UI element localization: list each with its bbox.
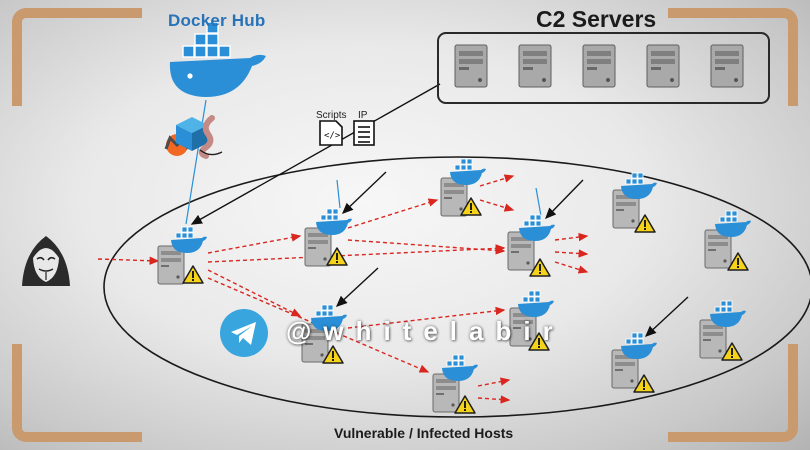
host-11	[432, 354, 479, 414]
c2-servers-box	[437, 32, 770, 104]
docker-whale-icon	[169, 21, 266, 97]
ip-label: IP	[358, 110, 368, 121]
watermark-handle: @whitelabir	[286, 316, 565, 346]
host-9	[611, 332, 658, 393]
host-3	[440, 158, 487, 217]
worm-icon	[198, 115, 223, 159]
host-6	[704, 210, 752, 271]
docker-hub-label: Docker Hub	[168, 11, 266, 30]
frame-corner-bottom-right	[668, 344, 798, 442]
container-cube-icon	[176, 117, 208, 151]
scripts-label: Scripts	[316, 110, 347, 121]
propagation-arrows	[97, 174, 589, 404]
host-2	[304, 208, 353, 267]
hosts-caption: Vulnerable / Infected Hosts	[334, 425, 514, 441]
c2-servers-label: C2 Servers	[536, 6, 657, 32]
host-4	[507, 214, 556, 277]
frame-corner-top-left	[12, 8, 142, 106]
ip-list-icon	[353, 120, 375, 146]
host-5	[612, 172, 658, 233]
hacker-mask-icon	[22, 236, 70, 286]
host-10	[699, 300, 747, 361]
host-primary	[157, 226, 208, 285]
frame-corner-top-right	[668, 8, 798, 106]
frame-corner-bottom-left	[12, 344, 142, 442]
c2-command-arrows	[190, 83, 689, 337]
image-pull-lines	[185, 99, 542, 225]
script-file-icon: </>	[319, 120, 343, 146]
infected-network-ellipse	[103, 156, 810, 418]
svg-text:</>: </>	[324, 131, 341, 141]
telegram-icon	[220, 309, 268, 357]
